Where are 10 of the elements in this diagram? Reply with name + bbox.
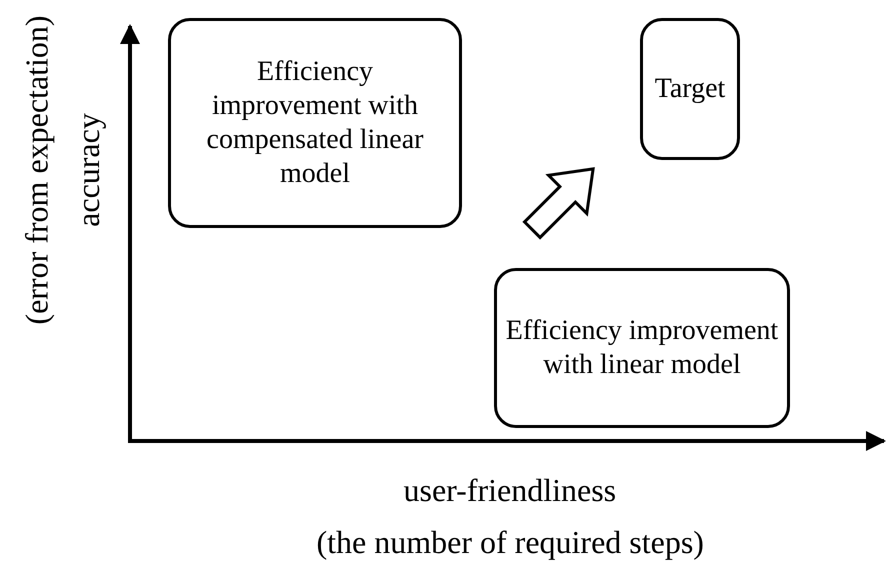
axis-title: user-friendliness <box>404 472 616 508</box>
quadrant-box <box>168 18 462 228</box>
axis-subtitle: (the number of required steps) <box>316 524 704 560</box>
target-box <box>640 18 740 160</box>
box-label: Efficiency improvement with compensated linear model <box>206 55 424 191</box>
box-label: Efficiency improvement with linear model <box>504 314 780 382</box>
quadrant-box <box>494 268 790 428</box>
axis-title: accuracy <box>70 113 106 227</box>
axis-subtitle: (error from expectation) <box>18 15 54 325</box>
box-label: Target <box>654 72 726 106</box>
